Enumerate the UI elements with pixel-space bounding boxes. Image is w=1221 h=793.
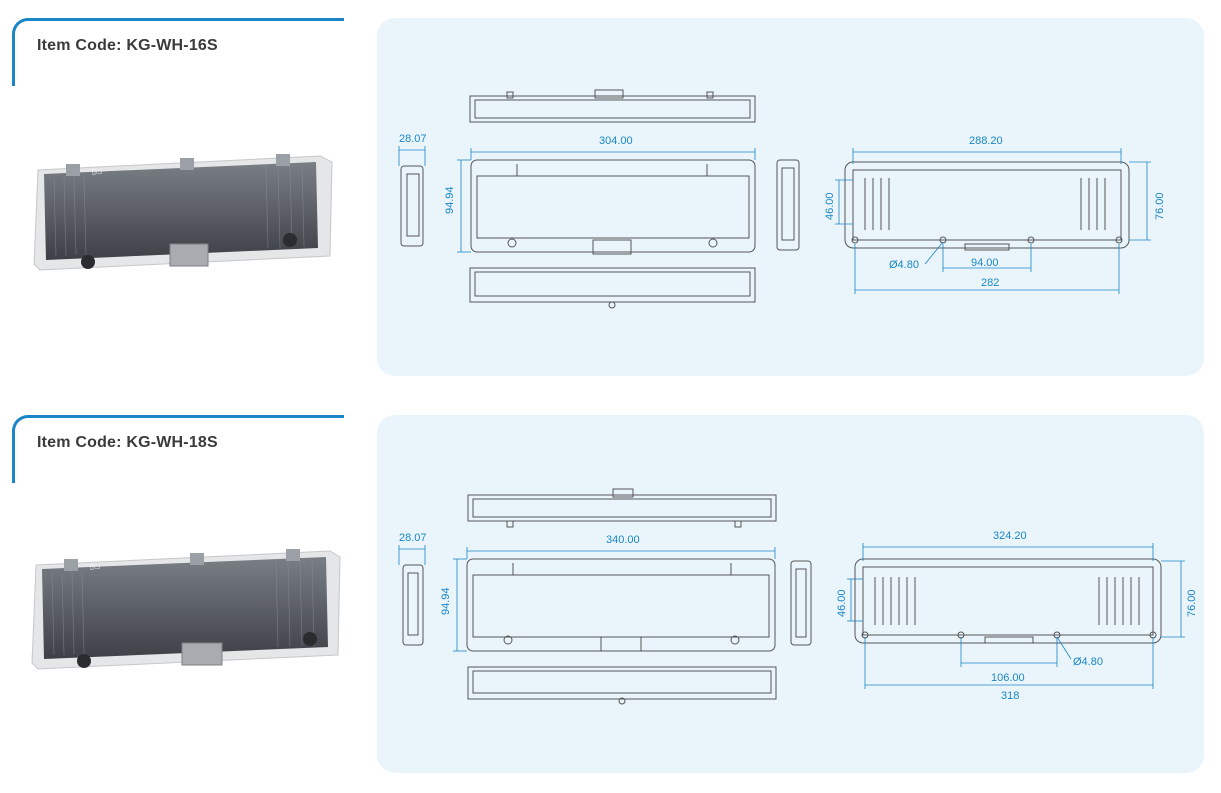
dim-height: 94.94 bbox=[444, 186, 456, 214]
dim-inner-height: 76.00 bbox=[1154, 192, 1166, 220]
dim-hole-spacing: 94.00 bbox=[971, 257, 999, 269]
photo-logo-text: ▯▭ bbox=[92, 169, 102, 176]
dim-length: 304.00 bbox=[599, 135, 633, 147]
dim-inner-height-small: 46.00 bbox=[836, 589, 848, 617]
product-section-kg-wh-16s: Item Code: KG-WH-16S ▯▭ bbox=[0, 0, 1221, 380]
product-photo: ▯▭ bbox=[31, 549, 341, 670]
item-code-tab: Item Code: KG-WH-18S bbox=[12, 415, 344, 483]
dim-hole: Ø4.80 bbox=[1073, 656, 1103, 668]
dim-inner-height: 76.00 bbox=[1186, 589, 1198, 617]
dim-height: 94.94 bbox=[440, 587, 452, 615]
technical-drawing-panel: 304.00 94.94 28.07 288.20 46.00 76.00 Ø4… bbox=[377, 18, 1204, 376]
photo-logo-text: ▯▭ bbox=[90, 564, 100, 571]
item-code-label: Item Code: KG-WH-18S bbox=[37, 434, 218, 451]
dim-mount-length: 318 bbox=[1001, 690, 1019, 702]
dim-inner-length: 288.20 bbox=[969, 135, 1003, 147]
dim-depth: 28.07 bbox=[399, 133, 427, 145]
item-code-label: Item Code: KG-WH-16S bbox=[37, 37, 218, 54]
dim-inner-height-small: 46.00 bbox=[824, 192, 836, 220]
product-section-kg-wh-18s: Item Code: KG-WH-18S ▯▭ bbox=[0, 397, 1221, 777]
dim-mount-length: 282 bbox=[981, 277, 999, 289]
dim-hole-spacing: 106.00 bbox=[991, 672, 1025, 684]
dim-inner-length: 324.20 bbox=[993, 530, 1027, 542]
technical-drawing: 340.00 94.94 28.07 324.20 46.00 76.00 Ø4… bbox=[398, 488, 1198, 705]
product-photo: ▯▭ bbox=[33, 154, 333, 271]
technical-drawing-panel: 340.00 94.94 28.07 324.20 46.00 76.00 Ø4… bbox=[377, 415, 1204, 773]
technical-drawing: 304.00 94.94 28.07 288.20 46.00 76.00 Ø4… bbox=[398, 89, 1166, 309]
dim-depth: 28.07 bbox=[399, 532, 427, 544]
dim-length: 340.00 bbox=[606, 534, 640, 546]
item-code-tab: Item Code: KG-WH-16S bbox=[12, 18, 344, 86]
dim-hole: Ø4.80 bbox=[889, 259, 919, 271]
